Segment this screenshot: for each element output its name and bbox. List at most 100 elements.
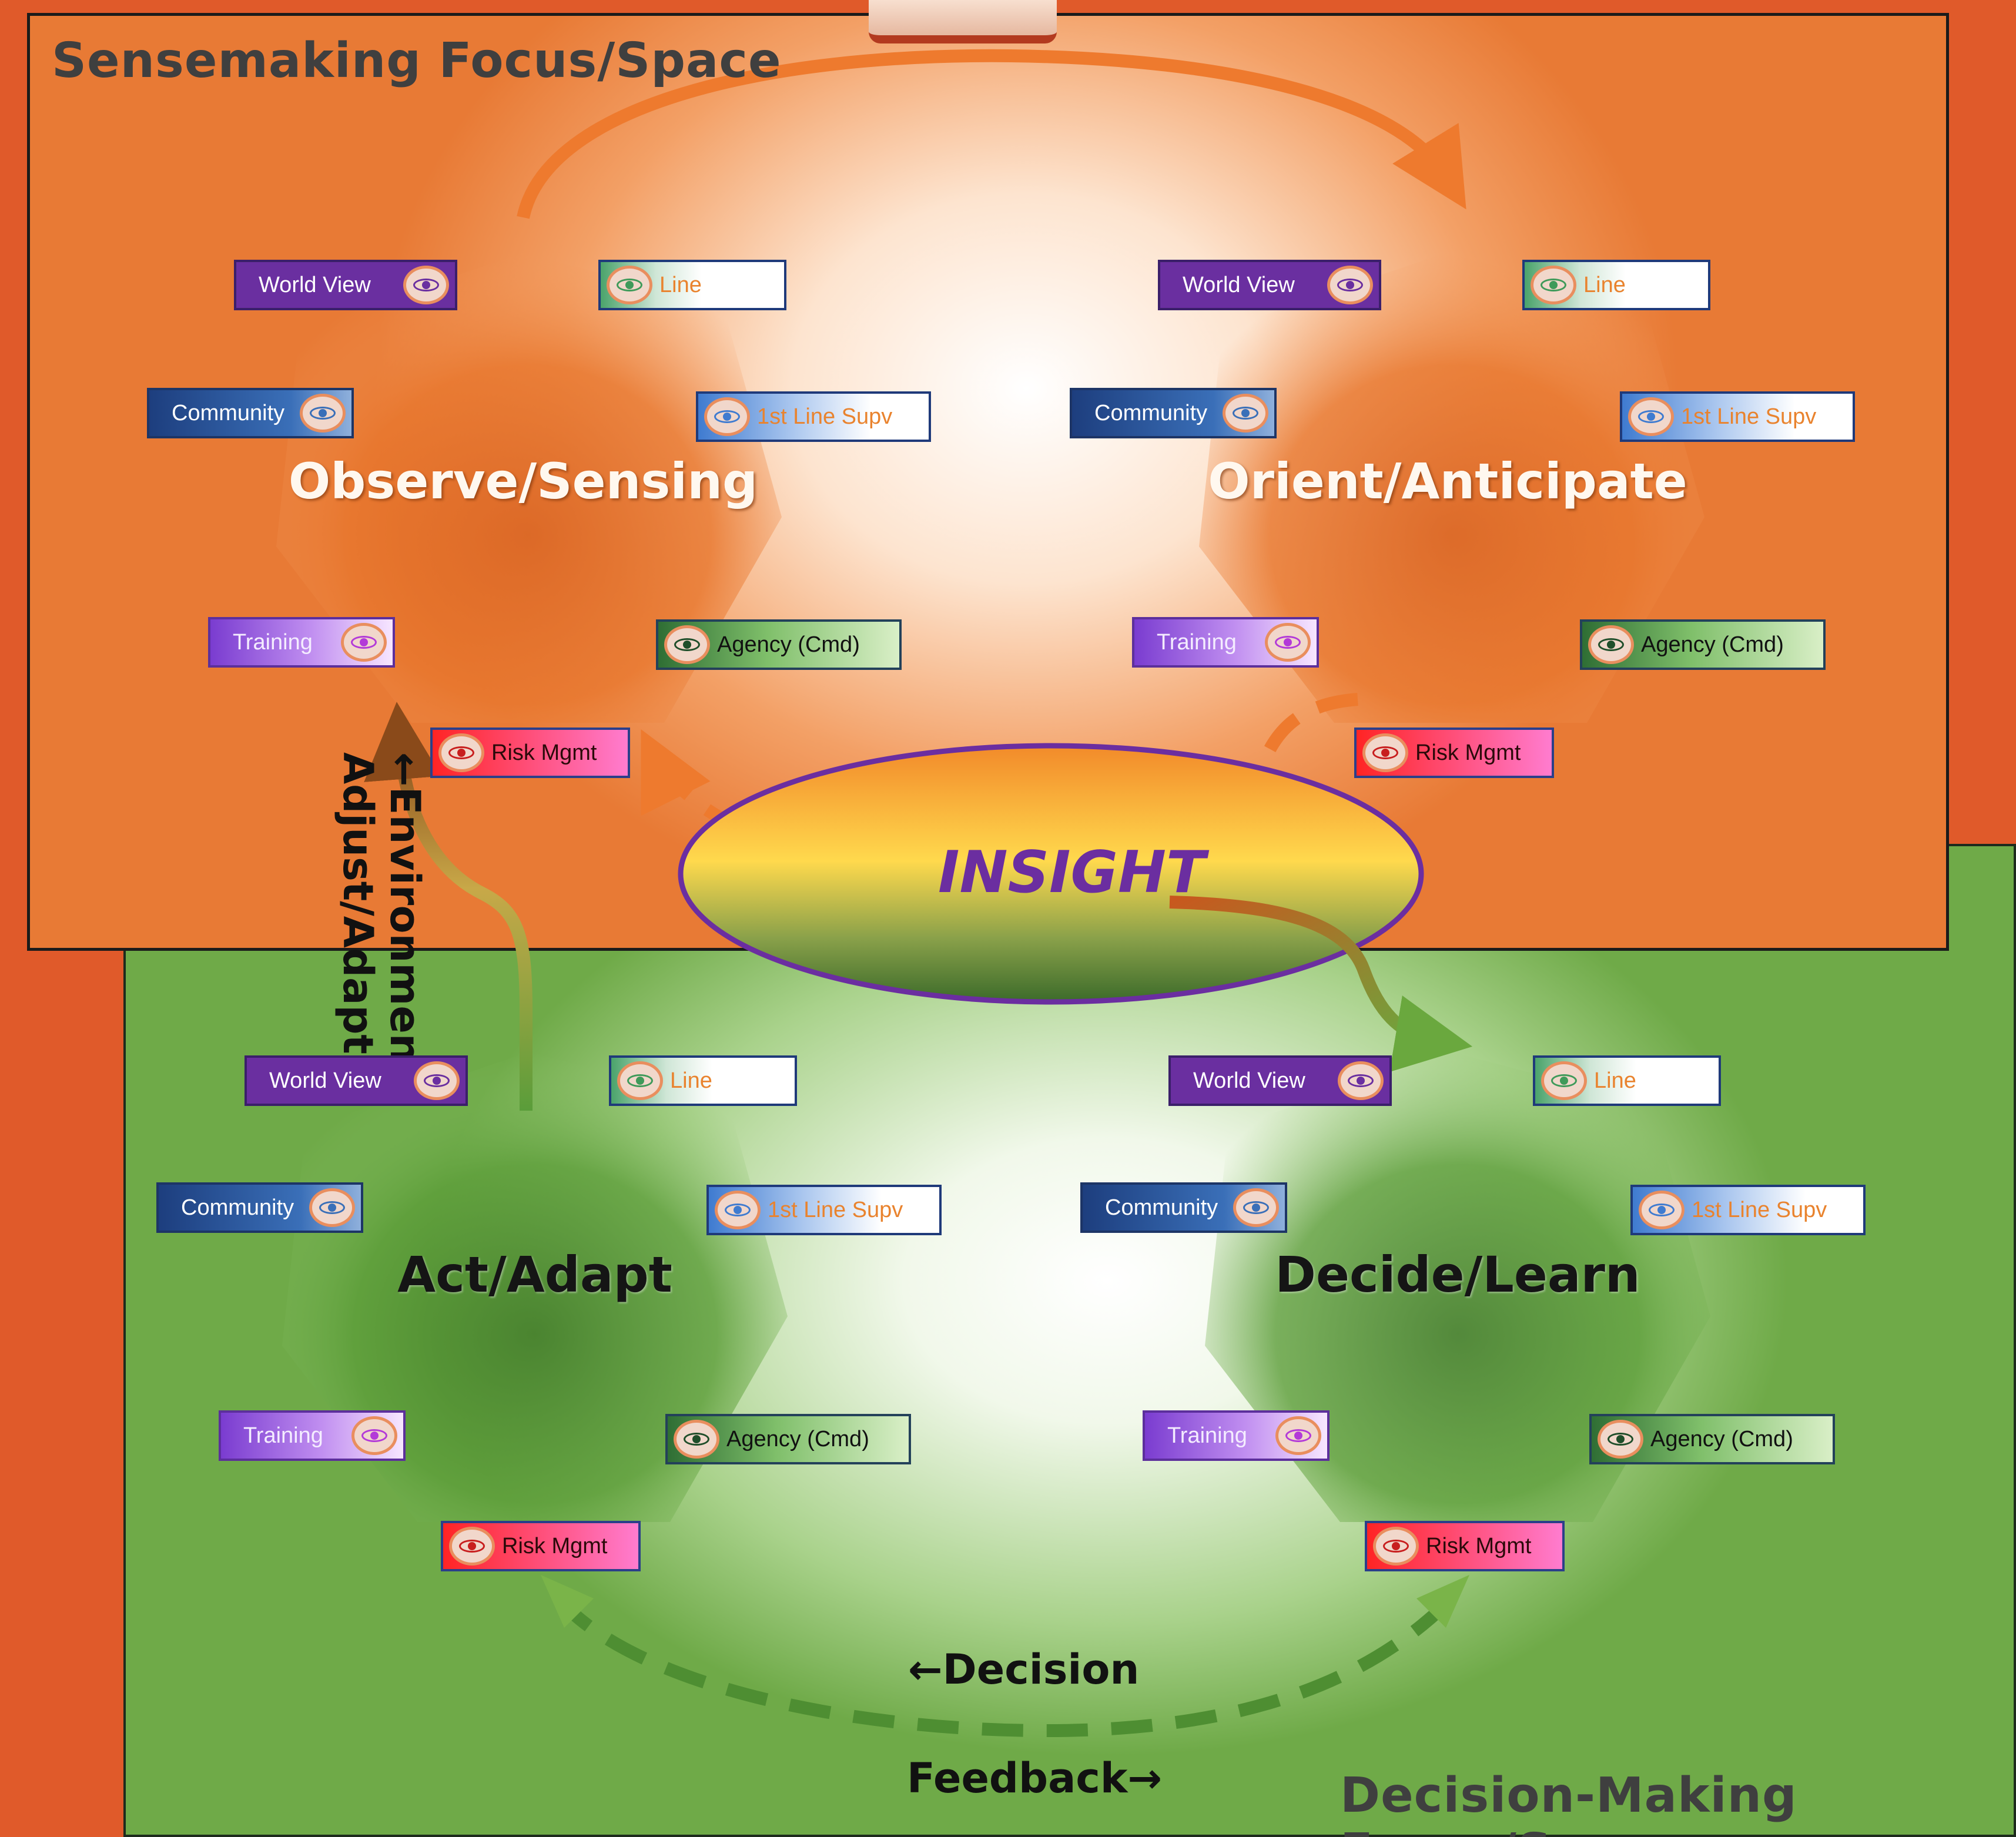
- orient-first-line-supv-tag: 1st Line Supv: [1620, 391, 1855, 442]
- eye-icon: [1338, 1061, 1384, 1100]
- eye-icon: [1275, 1416, 1321, 1455]
- decision-making-title: Decision-Making Focus/Space: [1340, 1768, 1797, 1837]
- node-observe-label: Observe/Sensing: [288, 452, 758, 510]
- tag-label: Community: [1094, 400, 1208, 425]
- eye-icon: [309, 1188, 355, 1227]
- hexagon-observe: [276, 253, 782, 723]
- eye-icon: [449, 1527, 495, 1566]
- decide-agency-cmd-tag: Agency (Cmd): [1589, 1414, 1835, 1464]
- tag-label: Training: [1167, 1423, 1247, 1448]
- tag-label: 1st Line Supv: [768, 1197, 903, 1222]
- eye-icon: [341, 623, 387, 662]
- tag-label: World View: [1183, 272, 1295, 297]
- decide-training-tag: Training: [1143, 1410, 1330, 1461]
- feedback-label: Feedback→: [907, 1754, 1163, 1802]
- hexagon-decide: [1205, 1052, 1710, 1522]
- tag-label: Agency (Cmd): [1641, 632, 1784, 657]
- eye-icon: [1541, 1061, 1587, 1100]
- observe-agency-cmd-tag: Agency (Cmd): [656, 619, 902, 670]
- tag-label: Risk Mgmt: [1426, 1533, 1532, 1558]
- tag-label: Line: [1583, 272, 1626, 297]
- sensemaking-title: Sensemaking Focus/Space: [52, 33, 782, 89]
- observe-risk-mgmt-tag: Risk Mgmt: [430, 728, 630, 778]
- decide-line-tag: Line: [1533, 1055, 1721, 1106]
- tag-label: 1st Line Supv: [1692, 1197, 1827, 1222]
- orient-training-tag: Training: [1132, 617, 1319, 668]
- eye-icon: [1639, 1191, 1685, 1229]
- tag-label: Training: [233, 629, 313, 655]
- tag-label: Agency (Cmd): [717, 632, 860, 657]
- tag-label: Line: [1594, 1068, 1636, 1093]
- eye-icon: [715, 1191, 761, 1229]
- hexagon-orient: [1199, 253, 1704, 723]
- tag-label: Risk Mgmt: [491, 740, 597, 765]
- act-first-line-supv-tag: 1st Line Supv: [706, 1185, 942, 1235]
- observe-training-tag: Training: [208, 617, 395, 668]
- eye-icon: [617, 1061, 663, 1100]
- tag-label: Training: [1157, 629, 1237, 655]
- tag-label: Agency (Cmd): [726, 1426, 869, 1452]
- orient-risk-mgmt-tag: Risk Mgmt: [1354, 728, 1554, 778]
- eye-icon: [1362, 733, 1408, 772]
- insight-label: INSIGHT: [938, 839, 1205, 906]
- tag-label: Risk Mgmt: [502, 1533, 608, 1558]
- orient-world-view-tag: World View: [1158, 260, 1381, 310]
- orient-line-tag: Line: [1522, 260, 1710, 310]
- tag-label: Agency (Cmd): [1650, 1426, 1793, 1452]
- tag-label: 1st Line Supv: [1681, 404, 1817, 429]
- insight-ellipse: [678, 743, 1424, 1005]
- tag-label: Community: [181, 1195, 294, 1220]
- arrowhead-decision-left: [541, 1575, 594, 1628]
- arrow-environment: [364, 702, 533, 1111]
- observe-community-tag: Community: [147, 388, 354, 438]
- arrow-observe-to-orient: [517, 49, 1466, 219]
- eye-icon: [403, 266, 449, 304]
- observe-first-line-supv-tag: 1st Line Supv: [696, 391, 931, 442]
- node-act-label: Act/Adapt: [397, 1246, 672, 1303]
- act-community-tag: Community: [156, 1182, 363, 1233]
- eye-icon: [1327, 266, 1373, 304]
- eye-icon: [607, 266, 652, 304]
- act-training-tag: Training: [219, 1410, 406, 1461]
- tag-label: Line: [670, 1068, 712, 1093]
- arrowhead-feedback-right: [1416, 1575, 1469, 1628]
- eye-icon: [300, 394, 346, 433]
- act-line-tag: Line: [609, 1055, 797, 1106]
- eye-icon: [1223, 394, 1268, 433]
- decide-community-tag: Community: [1080, 1182, 1287, 1233]
- eye-icon: [1531, 266, 1576, 304]
- tag-label: World View: [259, 272, 371, 297]
- eye-icon: [674, 1420, 719, 1459]
- eye-icon: [414, 1061, 460, 1100]
- eye-icon: [1628, 397, 1674, 436]
- observe-world-view-tag: World View: [234, 260, 457, 310]
- eye-icon: [1265, 623, 1311, 662]
- tag-label: Training: [243, 1423, 323, 1448]
- act-agency-cmd-tag: Agency (Cmd): [665, 1414, 911, 1464]
- act-world-view-tag: World View: [245, 1055, 468, 1106]
- tag-label: Community: [1105, 1195, 1218, 1220]
- decide-first-line-supv-tag: 1st Line Supv: [1630, 1185, 1866, 1235]
- adjust-adapts-label: Adjust/Adapts: [334, 752, 382, 1079]
- tag-label: Community: [172, 400, 285, 425]
- tag-label: World View: [269, 1068, 381, 1093]
- eye-icon: [351, 1416, 397, 1455]
- eye-icon: [1373, 1527, 1419, 1566]
- eye-icon: [704, 397, 750, 436]
- orient-agency-cmd-tag: Agency (Cmd): [1580, 619, 1826, 670]
- arrow-insight-to-decide: [1169, 896, 1473, 1072]
- tag-label: Risk Mgmt: [1415, 740, 1521, 765]
- hexagon-act: [282, 1052, 788, 1522]
- decide-risk-mgmt-tag: Risk Mgmt: [1365, 1521, 1565, 1571]
- decide-world-view-tag: World View: [1168, 1055, 1392, 1106]
- act-risk-mgmt-tag: Risk Mgmt: [441, 1521, 641, 1571]
- tag-label: Line: [659, 272, 702, 297]
- observe-line-tag: Line: [598, 260, 786, 310]
- node-decide-label: Decide/Learn: [1275, 1246, 1640, 1303]
- decision-label: ←Decision: [908, 1645, 1140, 1694]
- environment-label: ←Environment: [381, 752, 429, 1083]
- eye-icon: [1588, 625, 1634, 664]
- tag-label: World View: [1193, 1068, 1305, 1093]
